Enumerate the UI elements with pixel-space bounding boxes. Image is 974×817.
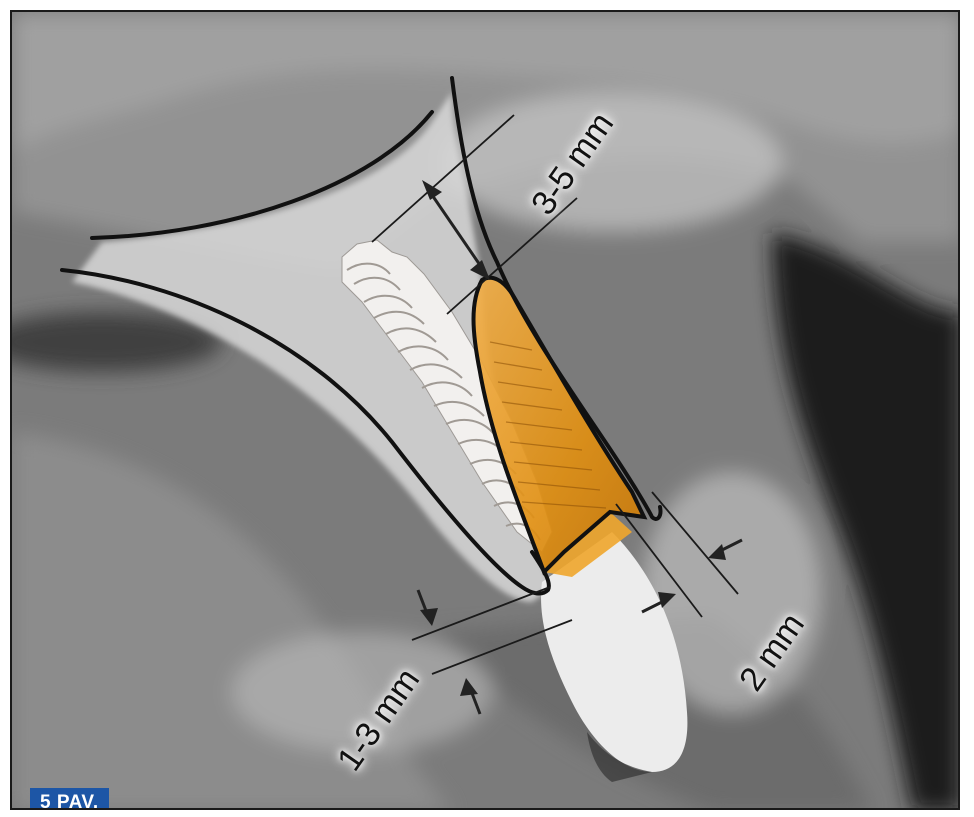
figure-number-badge: 5 PAV. <box>30 788 109 810</box>
ct-scan-illustration <box>12 12 960 810</box>
figure-frame: 3-5 mm 1-3 mm 2 mm 5 PAV. <box>10 10 960 810</box>
